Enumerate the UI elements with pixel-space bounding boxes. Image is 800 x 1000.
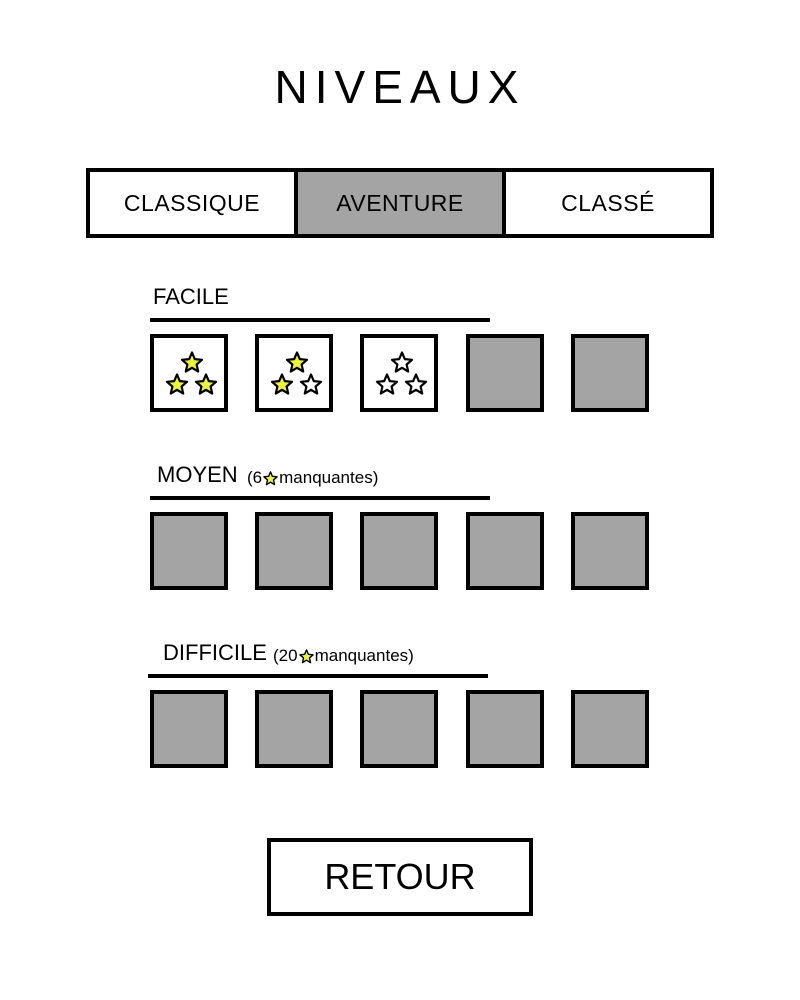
missing-stars-count: (20: [273, 646, 298, 665]
level-tile[interactable]: [255, 334, 333, 412]
level-tile-locked: [466, 690, 544, 768]
tab-classique[interactable]: CLASSIQUE: [123, 189, 261, 216]
star-filled-icon: [165, 373, 189, 395]
star-empty-icon: [390, 351, 414, 373]
section-title: MOYEN: [157, 462, 238, 487]
level-tile-locked: [360, 512, 438, 590]
star-filled-icon: [180, 351, 204, 373]
level-tile[interactable]: [150, 334, 228, 412]
section-divider: [150, 496, 490, 500]
mode-tabs: CLASSIQUE AVENTURE CLASSÉ: [86, 168, 714, 238]
section-difficile: DIFFICILE (20 manquantes): [148, 638, 650, 768]
section-title: DIFFICILE: [163, 640, 267, 665]
star-empty-icon: [299, 373, 323, 395]
missing-stars-label: manquantes): [279, 468, 379, 487]
level-tile-locked: [466, 512, 544, 590]
level-tile[interactable]: [360, 334, 438, 412]
star-rating: [375, 351, 428, 395]
section-moyen: MOYEN (6 manquantes): [150, 460, 650, 590]
level-tile-locked: [255, 512, 333, 590]
star-rating: [270, 351, 323, 395]
level-tile-locked: [571, 334, 649, 412]
level-tile-locked: [571, 512, 649, 590]
section-divider: [150, 318, 490, 322]
star-filled-icon: [194, 373, 218, 395]
level-tile-locked: [255, 690, 333, 768]
level-tile-locked: [571, 690, 649, 768]
level-tile-locked: [466, 334, 544, 412]
tab-aventure[interactable]: AVENTURE: [294, 172, 502, 234]
page-title: NIVEAUX: [274, 61, 526, 113]
level-tile-locked: [150, 690, 228, 768]
level-grid: [150, 512, 650, 590]
missing-stars-note: (20 manquantes): [273, 646, 414, 666]
missing-stars-note: (6 manquantes): [247, 468, 378, 488]
star-filled-icon: [270, 373, 294, 395]
level-grid: [150, 690, 650, 768]
star-rating: [165, 351, 218, 395]
tab-classe[interactable]: CLASSÉ: [502, 172, 710, 234]
back-button[interactable]: RETOUR: [267, 838, 533, 916]
missing-stars-count: (6: [247, 468, 263, 487]
star-empty-icon: [375, 373, 399, 395]
level-grid: [150, 334, 650, 412]
star-icon: [298, 648, 314, 663]
level-tile-locked: [360, 690, 438, 768]
level-tile-locked: [150, 512, 228, 590]
star-icon: [263, 470, 278, 485]
star-empty-icon: [404, 373, 428, 395]
missing-stars-label: manquantes): [314, 646, 414, 665]
star-filled-icon: [285, 351, 309, 373]
section-title: FACILE: [153, 284, 229, 309]
section-facile: FACILE: [150, 282, 650, 412]
section-divider: [148, 674, 488, 678]
